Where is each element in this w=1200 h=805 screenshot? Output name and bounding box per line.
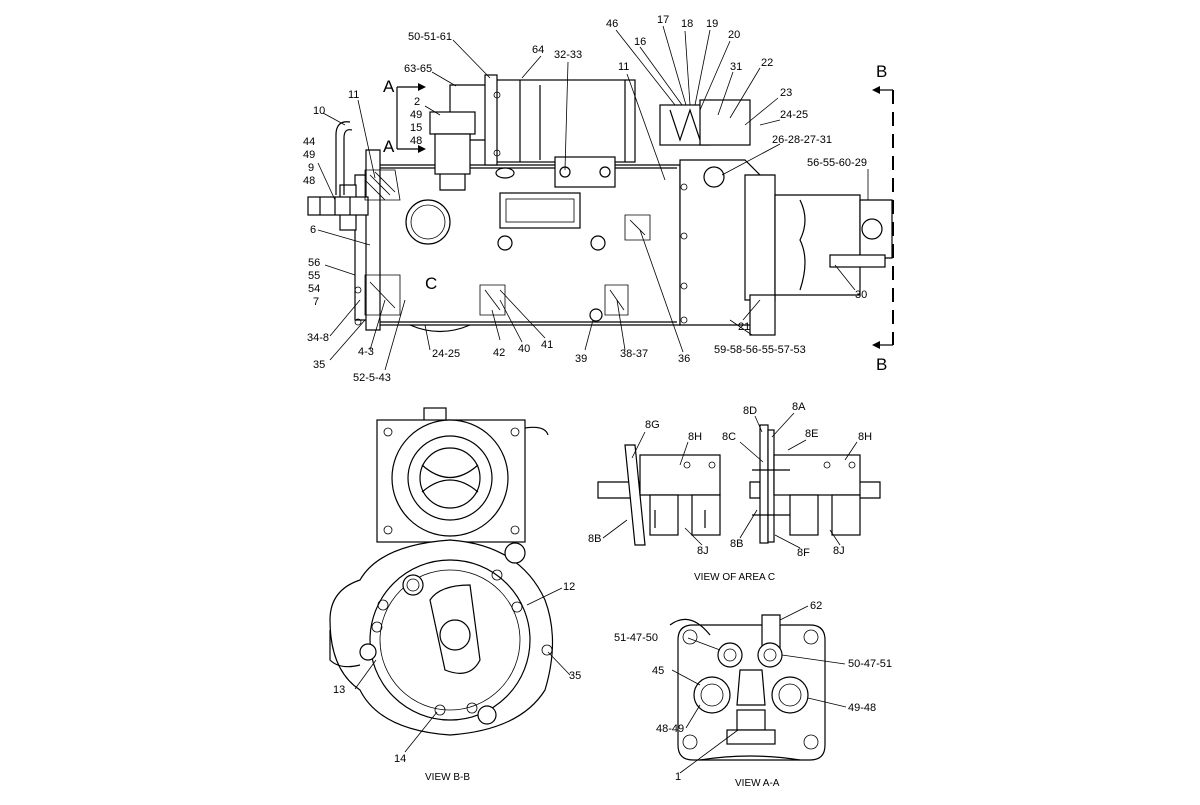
callout-8J-right: 8J — [833, 545, 845, 557]
callout-8B-left: 8B — [588, 533, 601, 545]
callout-49: 49 — [410, 109, 422, 121]
callout-12: 12 — [563, 581, 575, 593]
section-letter-a-top: A — [383, 77, 395, 96]
area-letter-c: C — [425, 274, 437, 293]
callout-41: 41 — [541, 339, 553, 351]
leader-lines-view-c — [602, 412, 858, 549]
callout-36: 36 — [678, 353, 690, 365]
callout-50-51-61: 50-51-61 — [408, 31, 452, 43]
callout-56-55-60-29: 56-55-60-29 — [807, 157, 867, 169]
callout-6: 6 — [310, 224, 316, 236]
callout-35: 35 — [313, 359, 325, 371]
callout-44: 44 — [303, 136, 315, 148]
callout-21: 21 — [738, 321, 750, 333]
callout-23: 23 — [780, 87, 792, 99]
callout-24-25: 24-25 — [780, 109, 808, 121]
callout-63-65: 63-65 — [404, 63, 432, 75]
callout-10: 10 — [313, 105, 325, 117]
callout-8D: 8D — [743, 405, 757, 417]
callout-9: 9 — [308, 162, 314, 174]
callout-8E: 8E — [805, 428, 818, 440]
section-letter-b-bottom: B — [876, 355, 887, 374]
callout-8H-right: 8H — [858, 431, 872, 443]
callout-8A: 8A — [792, 401, 806, 413]
callout-13: 13 — [333, 684, 345, 696]
callout-18: 18 — [681, 18, 693, 30]
callouts-top-view: 50-51-61 64 32-33 46 17 18 16 19 20 11 3… — [303, 14, 867, 384]
callout-17: 17 — [657, 14, 669, 26]
view-c-title: VIEW OF AREA C — [694, 572, 775, 583]
callout-1: 1 — [675, 771, 681, 783]
callout-16: 16 — [634, 36, 646, 48]
callout-8B-right: 8B — [730, 538, 743, 550]
callout-8H-left: 8H — [688, 431, 702, 443]
callout-30: 30 — [855, 289, 867, 301]
callout-34-8: 34-8 — [307, 332, 329, 344]
callout-7: 7 — [313, 296, 319, 308]
section-letter-b-top: B — [876, 62, 887, 81]
callout-45: 45 — [652, 665, 664, 677]
view-aa-title: VIEW A-A — [735, 778, 780, 789]
callout-42: 42 — [493, 347, 505, 359]
leader-lines-top — [317, 25, 869, 371]
callout-49-48: 49-48 — [848, 702, 876, 714]
callout-4-3: 4-3 — [358, 346, 374, 358]
view-aa-drawing — [669, 614, 826, 761]
section-line-b: B B — [872, 62, 894, 374]
callout-26-28-27-31: 26-28-27-31 — [772, 134, 832, 146]
callout-52-5-43: 52-5-43 — [353, 372, 391, 384]
callout-11: 11 — [618, 61, 629, 73]
callout-55: 55 — [308, 270, 320, 282]
callout-14: 14 — [394, 753, 406, 765]
callout-19: 19 — [706, 18, 718, 30]
callout-48: 48 — [410, 135, 422, 147]
callout-22: 22 — [761, 57, 773, 69]
callout-54: 54 — [308, 283, 320, 295]
callout-62: 62 — [810, 600, 822, 612]
view-bb-title: VIEW B-B — [425, 772, 470, 783]
callout-35-bb: 35 — [569, 670, 581, 682]
callout-8F: 8F — [797, 547, 810, 559]
callout-11-left: 11 — [348, 89, 359, 101]
callouts-view-bb: 12 13 14 35 VIEW B-B — [333, 581, 581, 783]
leader-lines-view-bb — [354, 587, 571, 753]
callout-24-25-bottom: 24-25 — [432, 348, 460, 360]
main-assembly-drawing — [307, 74, 893, 336]
section-letter-a-bottom: A — [383, 137, 395, 156]
callouts-view-c: 8G 8H 8B 8J 8D 8A 8C 8E 8H 8B 8F 8J VIEW… — [588, 401, 872, 583]
leader-lines-view-aa — [671, 605, 847, 774]
callout-8J-left: 8J — [697, 545, 709, 557]
view-bb-drawing — [329, 407, 554, 736]
callout-32-33: 32-33 — [554, 49, 582, 61]
section-line-a: A A — [383, 77, 426, 156]
callout-40: 40 — [518, 343, 530, 355]
callout-8G: 8G — [645, 419, 660, 431]
callout-59-58-56-55-57-53: 59-58-56-55-57-53 — [714, 344, 806, 356]
callout-48-left: 48 — [303, 175, 315, 187]
callout-20: 20 — [728, 29, 740, 41]
callout-48-49: 48-49 — [656, 723, 684, 735]
callout-46: 46 — [606, 18, 618, 30]
callout-64: 64 — [532, 44, 544, 56]
callout-2: 2 — [414, 96, 420, 108]
callout-49-left: 49 — [303, 149, 315, 161]
callouts-view-aa: 62 51-47-50 50-47-51 45 49-48 48-49 1 VI… — [614, 600, 892, 789]
callout-31: 31 — [730, 61, 742, 73]
view-c-drawing — [597, 424, 881, 546]
callout-38-37: 38-37 — [620, 348, 648, 360]
callout-56: 56 — [308, 257, 320, 269]
callout-50-47-51: 50-47-51 — [848, 658, 892, 670]
callout-39: 39 — [575, 353, 587, 365]
callout-8C: 8C — [722, 431, 736, 443]
callout-15: 15 — [410, 122, 422, 134]
callout-51-47-50: 51-47-50 — [614, 632, 658, 644]
